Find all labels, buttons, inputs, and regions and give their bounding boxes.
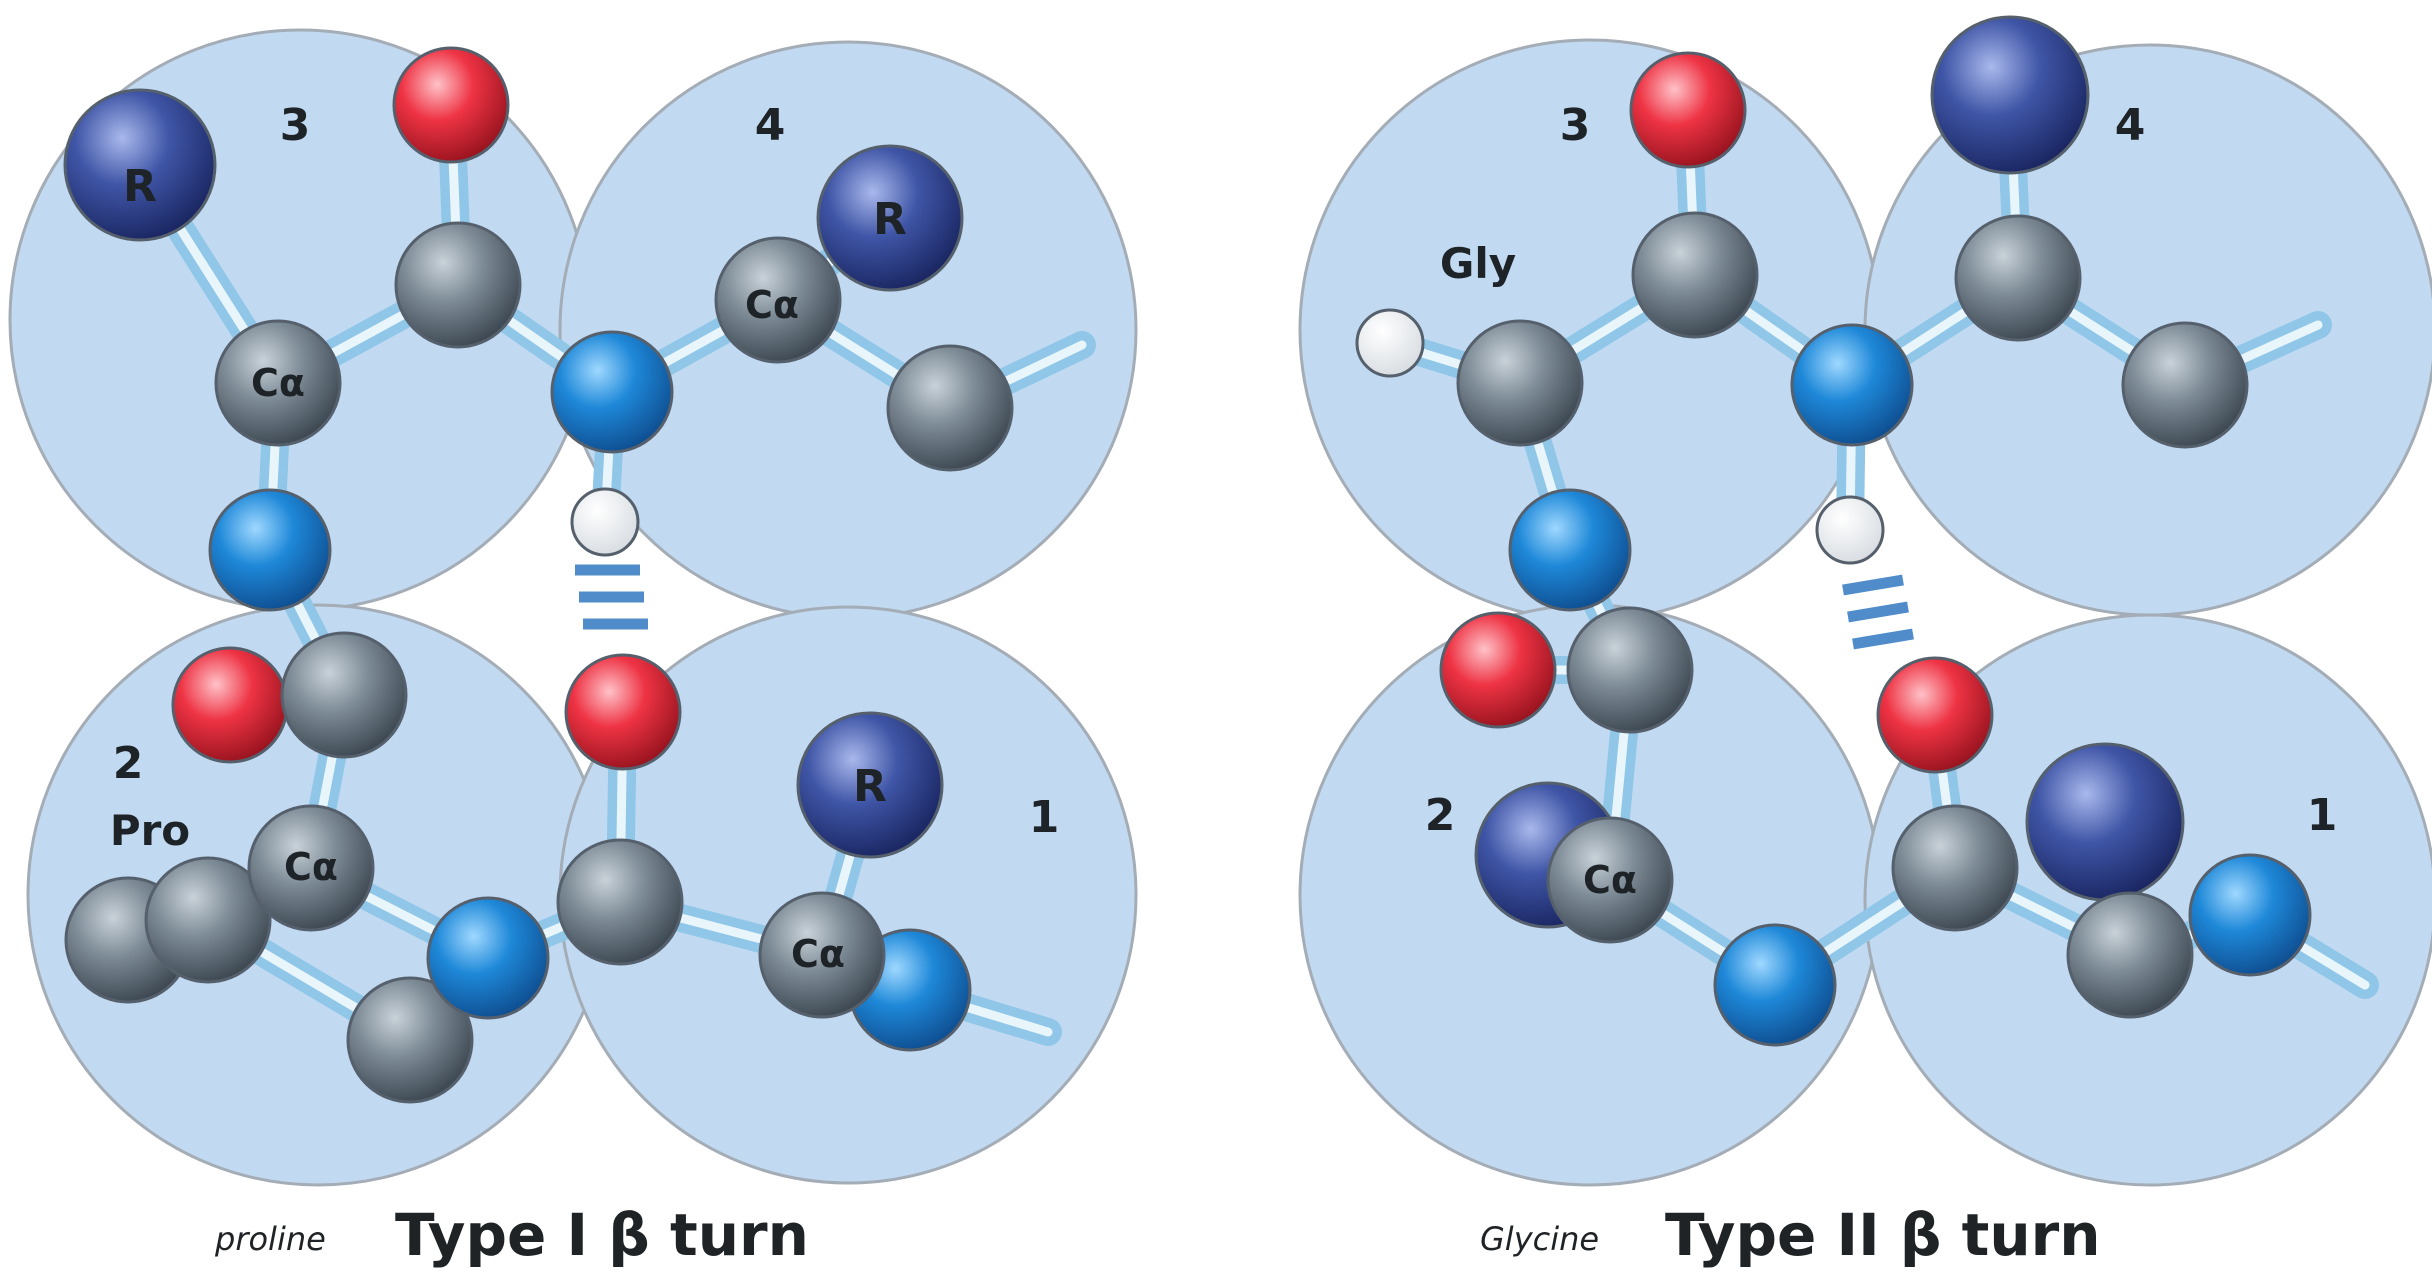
type1-alpha-carbon-3 [214,319,342,447]
type2-alpha-carbon-3 [1456,319,1584,447]
type2-side-chain-r1 [2025,742,2185,902]
type2-caption: Type II β turn [1665,1201,2101,1269]
type1-amide-nitrogen-3 [208,488,332,612]
type2-residue-label-2: 2 [1425,790,1456,841]
type1-alpha-carbon-4 [714,236,842,364]
type2-carbonyl-oxygen-3 [1629,51,1747,169]
type1-ca-label-4: Cα [745,283,799,327]
type2-ca-label-2: Cα [1583,858,1637,902]
type2-alpha-carbon-4 [1954,214,2082,342]
type1-residue-label-3: 3 [280,100,311,151]
type1-carbonyl-oxygen-3 [392,46,510,164]
type1-carbonyl-carbon-2 [280,631,408,759]
type1-ca-label-1: Cα [791,932,845,976]
type2-gly-label: Gly [1440,239,1516,288]
type1-handwritten-note: proline [214,1220,326,1258]
type1-r3-label: R [123,161,157,212]
type2-carbonyl-carbon-2 [1566,606,1694,734]
type2-amide-nitrogen-2 [1713,923,1837,1047]
type1-proline-ring-carbon-c [346,976,474,1104]
type1-carbonyl-carbon-3 [394,221,522,349]
type1-alpha-carbon-1 [758,891,886,1019]
type2-amide-nitrogen-1 [2188,853,2312,977]
type2-amide-nitrogen-3 [1508,488,1632,612]
type2-carbonyl-carbon-4 [2121,321,2249,449]
type1-side-chain-r4 [816,144,964,292]
type1-pro-label: Pro [110,806,190,855]
type1-r4-label: R [873,194,907,245]
type1-residue-label-4: 4 [755,100,786,151]
type2-labels: 3 4 2 1 Gly Cα [1425,100,2338,902]
type1-alpha-carbon-2 [247,804,375,932]
type2-glycine-hydrogen [1355,308,1425,378]
type1-proline-nitrogen [426,896,550,1020]
type1-side-chain-r1 [796,711,944,859]
type1-ca-label-3: Cα [251,361,305,405]
type2-residue-label-4: 4 [2115,100,2146,151]
type1-residue-label-2: 2 [113,738,144,789]
type2-residue-label-3: 3 [1560,100,1591,151]
type1-atoms [63,46,1014,1104]
type2-carbonyl-oxygen-1 [1876,656,1994,774]
type1-amide-hydrogen-4 [570,487,640,557]
type2-alpha-carbon-2 [1546,816,1674,944]
type1-r1-label: R [853,761,887,812]
type1-carbonyl-carbon-4 [886,344,1014,472]
type1-carbonyl-oxygen-1 [564,653,682,771]
type2-amide-nitrogen-4 [1790,323,1914,447]
type2-atoms [1355,15,2312,1047]
type2-amide-hydrogen-4 [1815,495,1885,565]
type2-hydrogen-bond [1842,574,1914,650]
type2-residue-label-1: 1 [2307,790,2338,841]
type1-amide-nitrogen-4 [550,330,674,454]
type1-ca-label-2: Cα [284,845,338,889]
type1-proline-ring-carbon-b [144,856,272,984]
type1-residue-label-1: 1 [1029,792,1060,843]
type1-carbonyl-oxygen-2 [171,646,289,764]
type2-alpha-carbon-1 [2066,891,2194,1019]
type1-caption: Type I β turn [395,1201,809,1269]
type2-side-chain-r4 [1930,15,2090,175]
type2-carbonyl-carbon-1 [1891,804,2019,932]
type1-side-chain-r3 [63,88,217,242]
type1-carbonyl-carbon-1 [556,838,684,966]
type1-labels: 3 4 2 Pro 1 R R R Cα Cα Cα Cα [110,100,1059,976]
type2-handwritten-note: Glycine [1480,1220,1599,1258]
type1-hydrogen-bond [575,564,648,630]
type2-carbonyl-carbon-3 [1631,211,1759,339]
type2-carbonyl-oxygen-2 [1439,611,1557,729]
